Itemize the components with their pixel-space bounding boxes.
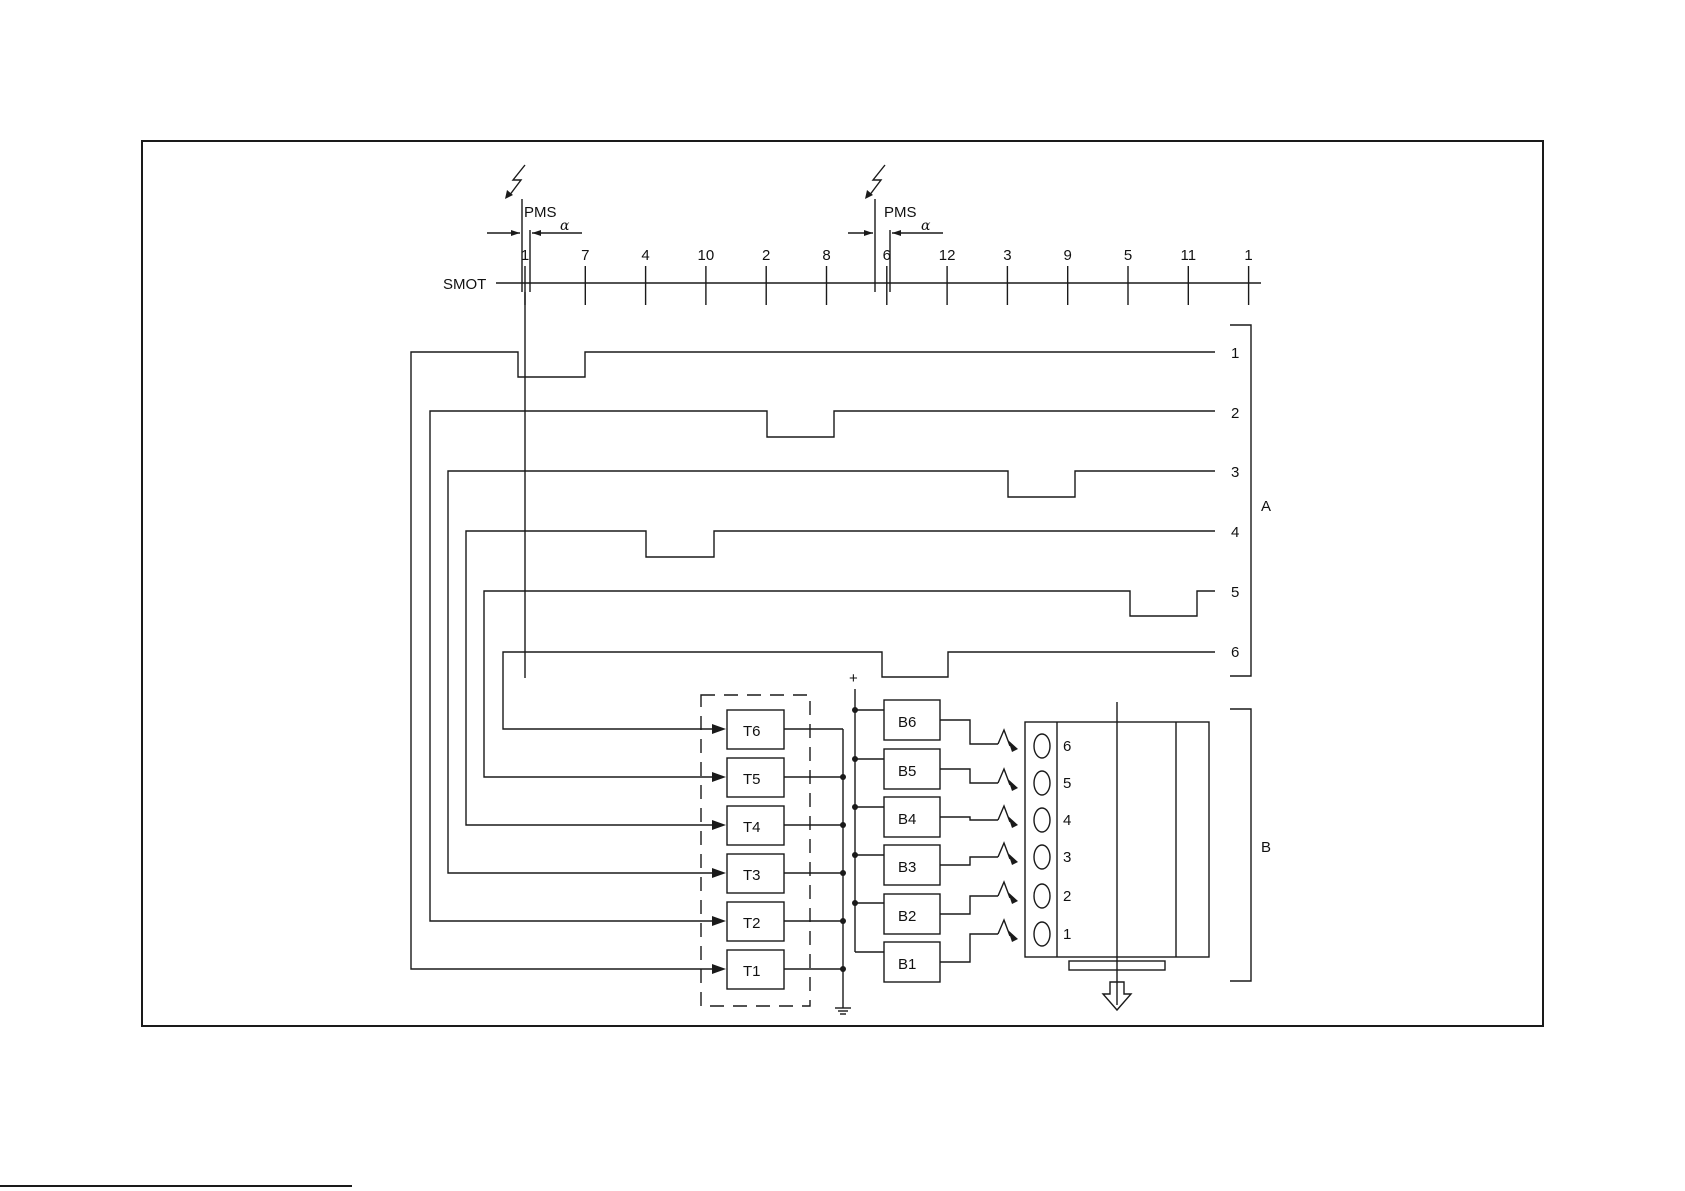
transistor-t3: T3 xyxy=(727,854,784,893)
alpha-label: α xyxy=(921,218,931,234)
arrow-to-t1 xyxy=(712,964,726,974)
cylinder-2: 2 xyxy=(1034,884,1071,908)
arrow-to-t2 xyxy=(712,916,726,926)
coil-label: B4 xyxy=(898,811,916,828)
transistor-label: T2 xyxy=(743,915,761,932)
signal-label: 6 xyxy=(1231,644,1239,661)
signal-label: 1 xyxy=(1231,345,1239,362)
control-unit: T6 T5 T4 T3 T2 T1 xyxy=(701,695,810,1006)
coil-b1: B1 xyxy=(884,942,940,982)
coil-label: B1 xyxy=(898,956,916,973)
smot-tick-label: 4 xyxy=(641,247,649,264)
cylinder-5: 5 xyxy=(1034,771,1071,795)
signal-trace-4 xyxy=(466,531,1215,825)
cylinder-label: 2 xyxy=(1063,888,1071,905)
transistor-t4: T4 xyxy=(727,806,784,845)
arrow-to-t6 xyxy=(712,724,726,734)
cylinder-label: 6 xyxy=(1063,738,1071,755)
smot-tick-label: 7 xyxy=(581,247,589,264)
transistor-t1: T1 xyxy=(727,950,784,989)
coils: B6 B5 B4 B3 B2 B1 xyxy=(884,700,940,982)
smot-tick-label: 3 xyxy=(1003,247,1011,264)
transistor-label: T6 xyxy=(743,723,761,740)
supply-bus: + xyxy=(849,670,884,952)
arrow-to-t3 xyxy=(712,868,726,878)
smot-label: SMOT xyxy=(443,276,486,293)
signal-label: 4 xyxy=(1231,524,1239,541)
arrow-to-t5 xyxy=(712,772,726,782)
signal-traces: 1 2 3 4 5 6 A xyxy=(411,325,1271,974)
coil-label: B3 xyxy=(898,859,916,876)
transistor-label: T5 xyxy=(743,771,761,788)
cylinder-label: 3 xyxy=(1063,849,1071,866)
coil-b4: B4 xyxy=(884,797,940,837)
engine-block: 6 5 4 3 2 1 xyxy=(1025,702,1209,1010)
coil-b3: B3 xyxy=(884,845,940,885)
signal-trace-2 xyxy=(430,411,1215,921)
smot-tick-label: 12 xyxy=(939,247,956,264)
transistor-t6: T6 xyxy=(727,710,784,749)
coil-label: B5 xyxy=(898,763,916,780)
spark-bolt-icon xyxy=(509,165,525,196)
spark-leads xyxy=(940,720,1018,962)
transistor-label: T4 xyxy=(743,819,761,836)
coil-b6: B6 xyxy=(884,700,940,740)
cylinder-4: 4 xyxy=(1034,808,1071,832)
smot-tick-label: 8 xyxy=(822,247,830,264)
smot-tick-label: 9 xyxy=(1064,247,1072,264)
cylinder-label: 5 xyxy=(1063,775,1071,792)
signal-label: 2 xyxy=(1231,405,1239,422)
transistor-t2: T2 xyxy=(727,902,784,941)
pms-label: PMS xyxy=(524,204,557,221)
bracket-b xyxy=(1230,709,1251,981)
supply-plus-label: + xyxy=(849,670,858,687)
alpha-label: α xyxy=(560,218,570,234)
signal-trace-1 xyxy=(411,352,1215,969)
transistor-t5: T5 xyxy=(727,758,784,797)
transistor-label: T1 xyxy=(743,963,761,980)
signal-label: 5 xyxy=(1231,584,1239,601)
pms-marker: PMS α xyxy=(848,165,943,292)
cylinder-1: 1 xyxy=(1034,922,1071,946)
cylinder-3: 3 xyxy=(1034,845,1071,869)
signal-label: 3 xyxy=(1231,464,1239,481)
transistor-outputs xyxy=(784,729,843,969)
group-label-a: A xyxy=(1261,498,1271,515)
ground-icon xyxy=(835,1008,851,1014)
coil-label: B2 xyxy=(898,908,916,925)
smot-tick-label: 2 xyxy=(762,247,770,264)
coil-label: B6 xyxy=(898,714,916,731)
pms-label: PMS xyxy=(884,204,917,221)
arrow-to-t4 xyxy=(712,820,726,830)
smot-tick-label: 1 xyxy=(1244,247,1252,264)
smot-tick-label: 10 xyxy=(698,247,715,264)
pms-marker: PMS α xyxy=(487,165,582,292)
bracket-a xyxy=(1230,325,1251,676)
cylinder-label: 4 xyxy=(1063,812,1071,829)
cylinder-6: 6 xyxy=(1034,734,1071,758)
smot-tick-label: 11 xyxy=(1181,247,1197,264)
signal-trace-6 xyxy=(503,652,1215,729)
cylinder-label: 1 xyxy=(1063,926,1071,943)
group-label-b: B xyxy=(1261,839,1271,856)
spark-bolt-icon xyxy=(869,165,885,196)
coil-b2: B2 xyxy=(884,894,940,934)
transistor-label: T3 xyxy=(743,867,761,884)
smot-tick-label: 5 xyxy=(1124,247,1132,264)
ground-bus xyxy=(835,729,851,1014)
coil-b5: B5 xyxy=(884,749,940,789)
